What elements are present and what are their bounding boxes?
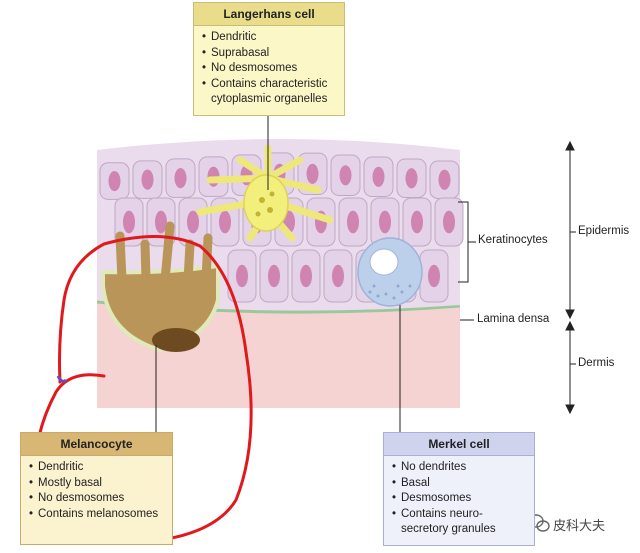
keratinocyte-nucleus [438,169,451,190]
list-item: secretory granules [401,523,496,535]
keratinocyte-nucleus [174,168,187,189]
keratinocyte-nucleus [332,264,344,288]
list-item: Desmosomes [392,491,528,507]
list-item: Dendritic [202,30,338,46]
keratinocytes-label: Keratinocytes [478,234,548,246]
melanocyte-list: Dendritic Mostly basal No desmosomes Con… [21,456,172,528]
list-item: Mostly basal [29,476,166,492]
melanocyte-info-box: Melancocyte Dendritic Mostly basal No de… [20,432,173,545]
merkel-list: No dendrites Basal Desmosomes Contains n… [384,456,534,544]
list-item: Contains neuro- [392,507,528,523]
keratinocytes-bracket [458,201,476,283]
lamina-densa-label: Lamina densa [477,313,550,325]
langerhans-list: Dendritic Suprabasal No desmosomes Conta… [194,26,344,114]
list-item: No desmosomes [202,61,338,77]
list-item: Suprabasal [202,46,338,62]
dermis-label: Dermis [578,357,615,369]
merkel-title: Merkel cell [384,433,534,456]
keratinocyte-nucleus [300,264,312,288]
list-item: Dendritic [29,460,166,476]
keratinocyte-nucleus [405,168,418,189]
keratinocyte-nucleus [236,264,248,288]
langerhans-info-box: Langerhans cell Dendritic Suprabasal No … [193,2,345,116]
keratinocyte-nucleus [268,264,280,288]
list-item: Contains characteristic [202,77,338,93]
merkel-cell [357,237,423,307]
langerhans-title: Langerhans cell [194,3,344,26]
keratinocyte-nucleus [339,165,352,186]
list-item: Contains melanosomes [29,507,166,523]
keratinocyte-nucleus [306,163,319,184]
list-item: cytoplasmic organelles [211,93,328,105]
keratinocyte-nucleus [123,210,135,234]
melanocyte-cell [101,221,220,353]
keratinocyte-nucleus [443,210,455,234]
keratinocyte-nucleus [141,169,154,190]
keratinocyte-nucleus [347,210,359,234]
keratinocyte-nucleus [428,264,440,288]
keratinocyte-nucleus [108,171,121,192]
layer-arrows [565,140,576,415]
melanocyte-title: Melancocyte [21,433,172,456]
list-item: Basal [392,476,528,492]
epidermis-label: Epidermis [578,225,630,237]
keratinocyte-nucleus [411,210,423,234]
list-item: No desmosomes [29,491,166,507]
merkel-info-box: Merkel cell No dendrites Basal Desmosome… [383,432,535,546]
keratinocyte-nucleus [219,210,231,234]
list-item: No dendrites [392,460,528,476]
keratinocyte-nucleus [155,210,167,234]
keratinocyte-nucleus [372,166,385,187]
keratinocyte-nucleus [379,210,391,234]
watermark-text: 皮科大夫 [553,518,606,533]
keratinocyte-nucleus [187,210,199,234]
